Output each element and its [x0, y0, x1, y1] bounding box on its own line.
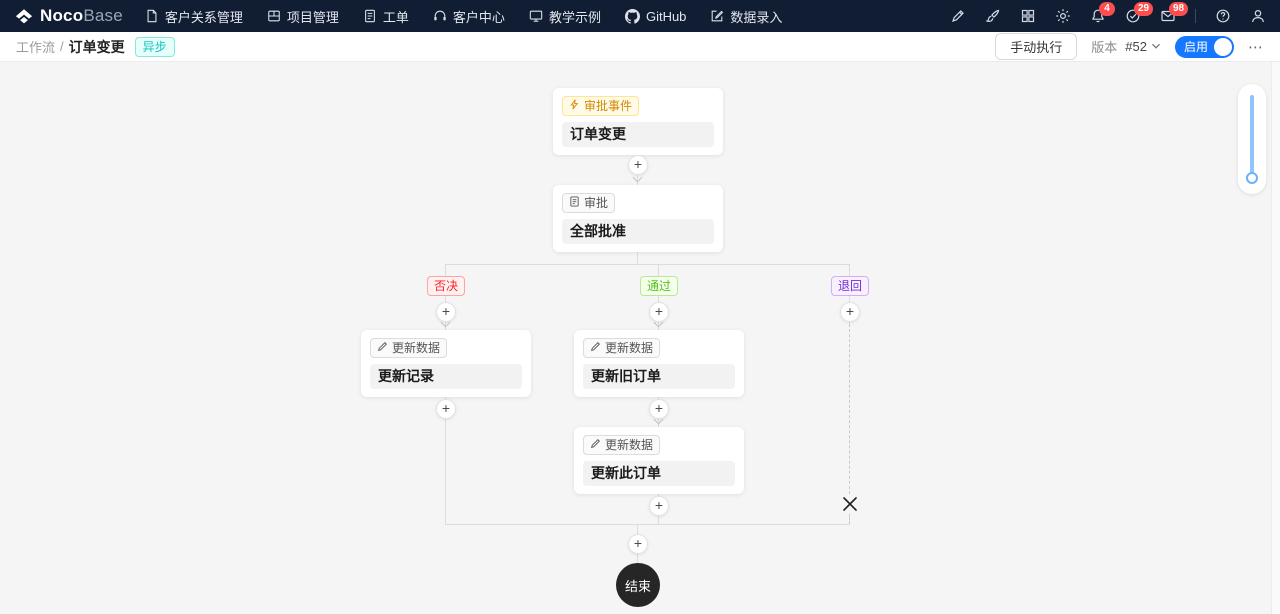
branch-return-line-dashed: [849, 324, 850, 494]
toolbar-right: 手动执行 版本 #52 启用 ⋯: [995, 33, 1264, 60]
top-navbar: NocoBase 客户关系管理 项目管理: [0, 0, 1280, 32]
node-title[interactable]: 更新旧订单: [583, 364, 735, 389]
workflow-toolbar: 工作流 / 订单变更 异步 手动执行 版本 #52 启用 ⋯: [0, 32, 1280, 62]
nav-item-github[interactable]: GitHub: [624, 8, 687, 24]
branch-join-line: [445, 524, 850, 525]
breadcrumb-separator: /: [60, 39, 64, 54]
node-update-record[interactable]: 更新数据 更新记录: [361, 330, 531, 397]
workflow-title: 订单变更: [68, 38, 125, 55]
edit-pencil-icon: [590, 339, 601, 357]
brand-text: NocoBase: [40, 6, 123, 25]
node-update-this-order[interactable]: 更新数据 更新此订单: [574, 427, 744, 494]
bell-badge: 4: [1099, 2, 1115, 16]
nav-item-tickets[interactable]: 工单: [363, 7, 409, 26]
lightning-icon: [569, 97, 580, 115]
branch-split-line: [445, 264, 850, 265]
nocobase-logo[interactable]: NocoBase: [14, 6, 123, 26]
headset-icon: [433, 9, 447, 23]
node-type-tag: 审批事件: [562, 96, 640, 116]
node-title[interactable]: 更新记录: [370, 364, 522, 389]
approvals-check-icon[interactable]: 29: [1125, 2, 1154, 24]
mail-badge: 98: [1169, 2, 1189, 16]
file-icon: [145, 9, 159, 23]
add-node-button[interactable]: +: [436, 399, 456, 419]
ticket-icon: [363, 9, 377, 23]
nav-menu: 客户关系管理 项目管理 工单: [145, 7, 782, 26]
nav-item-label: 项目管理: [286, 9, 339, 25]
version-value: #52: [1125, 39, 1147, 54]
add-node-button[interactable]: +: [628, 534, 648, 554]
branch-label-approve: 通过: [639, 276, 679, 296]
close-icon[interactable]: [841, 495, 859, 513]
apps-grid-icon[interactable]: [1020, 8, 1036, 24]
async-badge: 异步: [134, 36, 175, 57]
user-icon[interactable]: [1250, 8, 1266, 24]
add-node-button[interactable]: +: [649, 496, 669, 516]
enable-toggle[interactable]: 启用: [1174, 35, 1234, 58]
add-node-button[interactable]: +: [649, 302, 669, 322]
nav-item-label: 客户中心: [452, 9, 505, 25]
help-icon[interactable]: [1215, 8, 1231, 24]
branch-label-return: 退回: [830, 276, 870, 296]
more-menu-button[interactable]: ⋯: [1248, 38, 1264, 56]
bell-icon[interactable]: 4: [1090, 2, 1115, 24]
node-trigger[interactable]: 审批事件 订单变更: [553, 88, 723, 155]
toggle-knob: [1214, 37, 1232, 56]
edit-pencil-icon: [590, 436, 601, 454]
node-type-tag: 审批: [562, 193, 616, 213]
nav-right-icons: 4 29 98: [950, 2, 1266, 24]
add-node-button[interactable]: +: [628, 155, 648, 175]
nav-item-label: 教学示例: [548, 9, 601, 25]
vertical-scrollbar[interactable]: [1271, 62, 1280, 614]
highlight-pen-icon[interactable]: [950, 8, 966, 24]
nav-item-label: 工单: [382, 9, 409, 25]
nav-item-data-entry[interactable]: 数据录入: [710, 7, 782, 26]
enable-toggle-label: 启用: [1183, 39, 1208, 54]
mail-icon[interactable]: 98: [1160, 2, 1189, 24]
github-icon: [624, 8, 640, 24]
form-icon: [710, 9, 724, 23]
audit-icon: [569, 194, 580, 212]
nocobase-logo-icon: [14, 6, 34, 26]
zoom-slider-knob[interactable]: [1246, 172, 1258, 184]
nav-item-label: 客户关系管理: [164, 9, 243, 25]
nav-divider: [1195, 9, 1196, 23]
gear-icon[interactable]: [1055, 8, 1071, 24]
zoom-slider-track: [1250, 95, 1254, 176]
monitor-icon: [529, 9, 543, 23]
node-update-old-order[interactable]: 更新数据 更新旧订单: [574, 330, 744, 397]
node-title[interactable]: 更新此订单: [583, 461, 735, 486]
branch-label-reject: 否决: [426, 276, 466, 296]
brush-icon[interactable]: [985, 8, 1001, 24]
add-node-button[interactable]: +: [840, 302, 860, 322]
node-type-tag: 更新数据: [583, 338, 661, 358]
workflow-canvas[interactable]: 审批事件 订单变更 + 审批 全部批准 否决 通过 退回 + + +: [0, 62, 1280, 614]
nav-item-label: 数据录入: [730, 9, 783, 25]
add-node-button[interactable]: +: [649, 399, 669, 419]
version-label: 版本: [1091, 40, 1118, 55]
canvas-zoom-slider[interactable]: [1238, 84, 1266, 194]
node-type-tag: 更新数据: [583, 435, 661, 455]
edit-pencil-icon: [377, 339, 388, 357]
version-select[interactable]: #52: [1125, 39, 1161, 54]
chevron-down-icon: [1151, 39, 1161, 54]
nav-item-projects[interactable]: 项目管理: [267, 7, 339, 26]
add-node-button[interactable]: +: [436, 302, 456, 322]
project-icon: [267, 9, 281, 23]
nav-item-support[interactable]: 客户中心: [433, 7, 505, 26]
node-approval[interactable]: 审批 全部批准: [553, 185, 723, 252]
manual-execute-button[interactable]: 手动执行: [995, 33, 1078, 60]
nav-item-tutorials[interactable]: 教学示例: [529, 7, 601, 26]
version-group: 版本 #52: [1091, 37, 1161, 56]
nav-item-crm[interactable]: 客户关系管理: [145, 7, 243, 26]
end-node: 结束: [616, 563, 660, 607]
node-title[interactable]: 订单变更: [562, 122, 714, 147]
approvals-badge: 29: [1134, 2, 1154, 16]
nav-item-label: GitHub: [645, 8, 687, 24]
branch-return-line-tail: [849, 514, 850, 524]
node-type-tag: 更新数据: [370, 338, 448, 358]
breadcrumb-workflows[interactable]: 工作流: [16, 40, 56, 55]
node-title[interactable]: 全部批准: [562, 219, 714, 244]
